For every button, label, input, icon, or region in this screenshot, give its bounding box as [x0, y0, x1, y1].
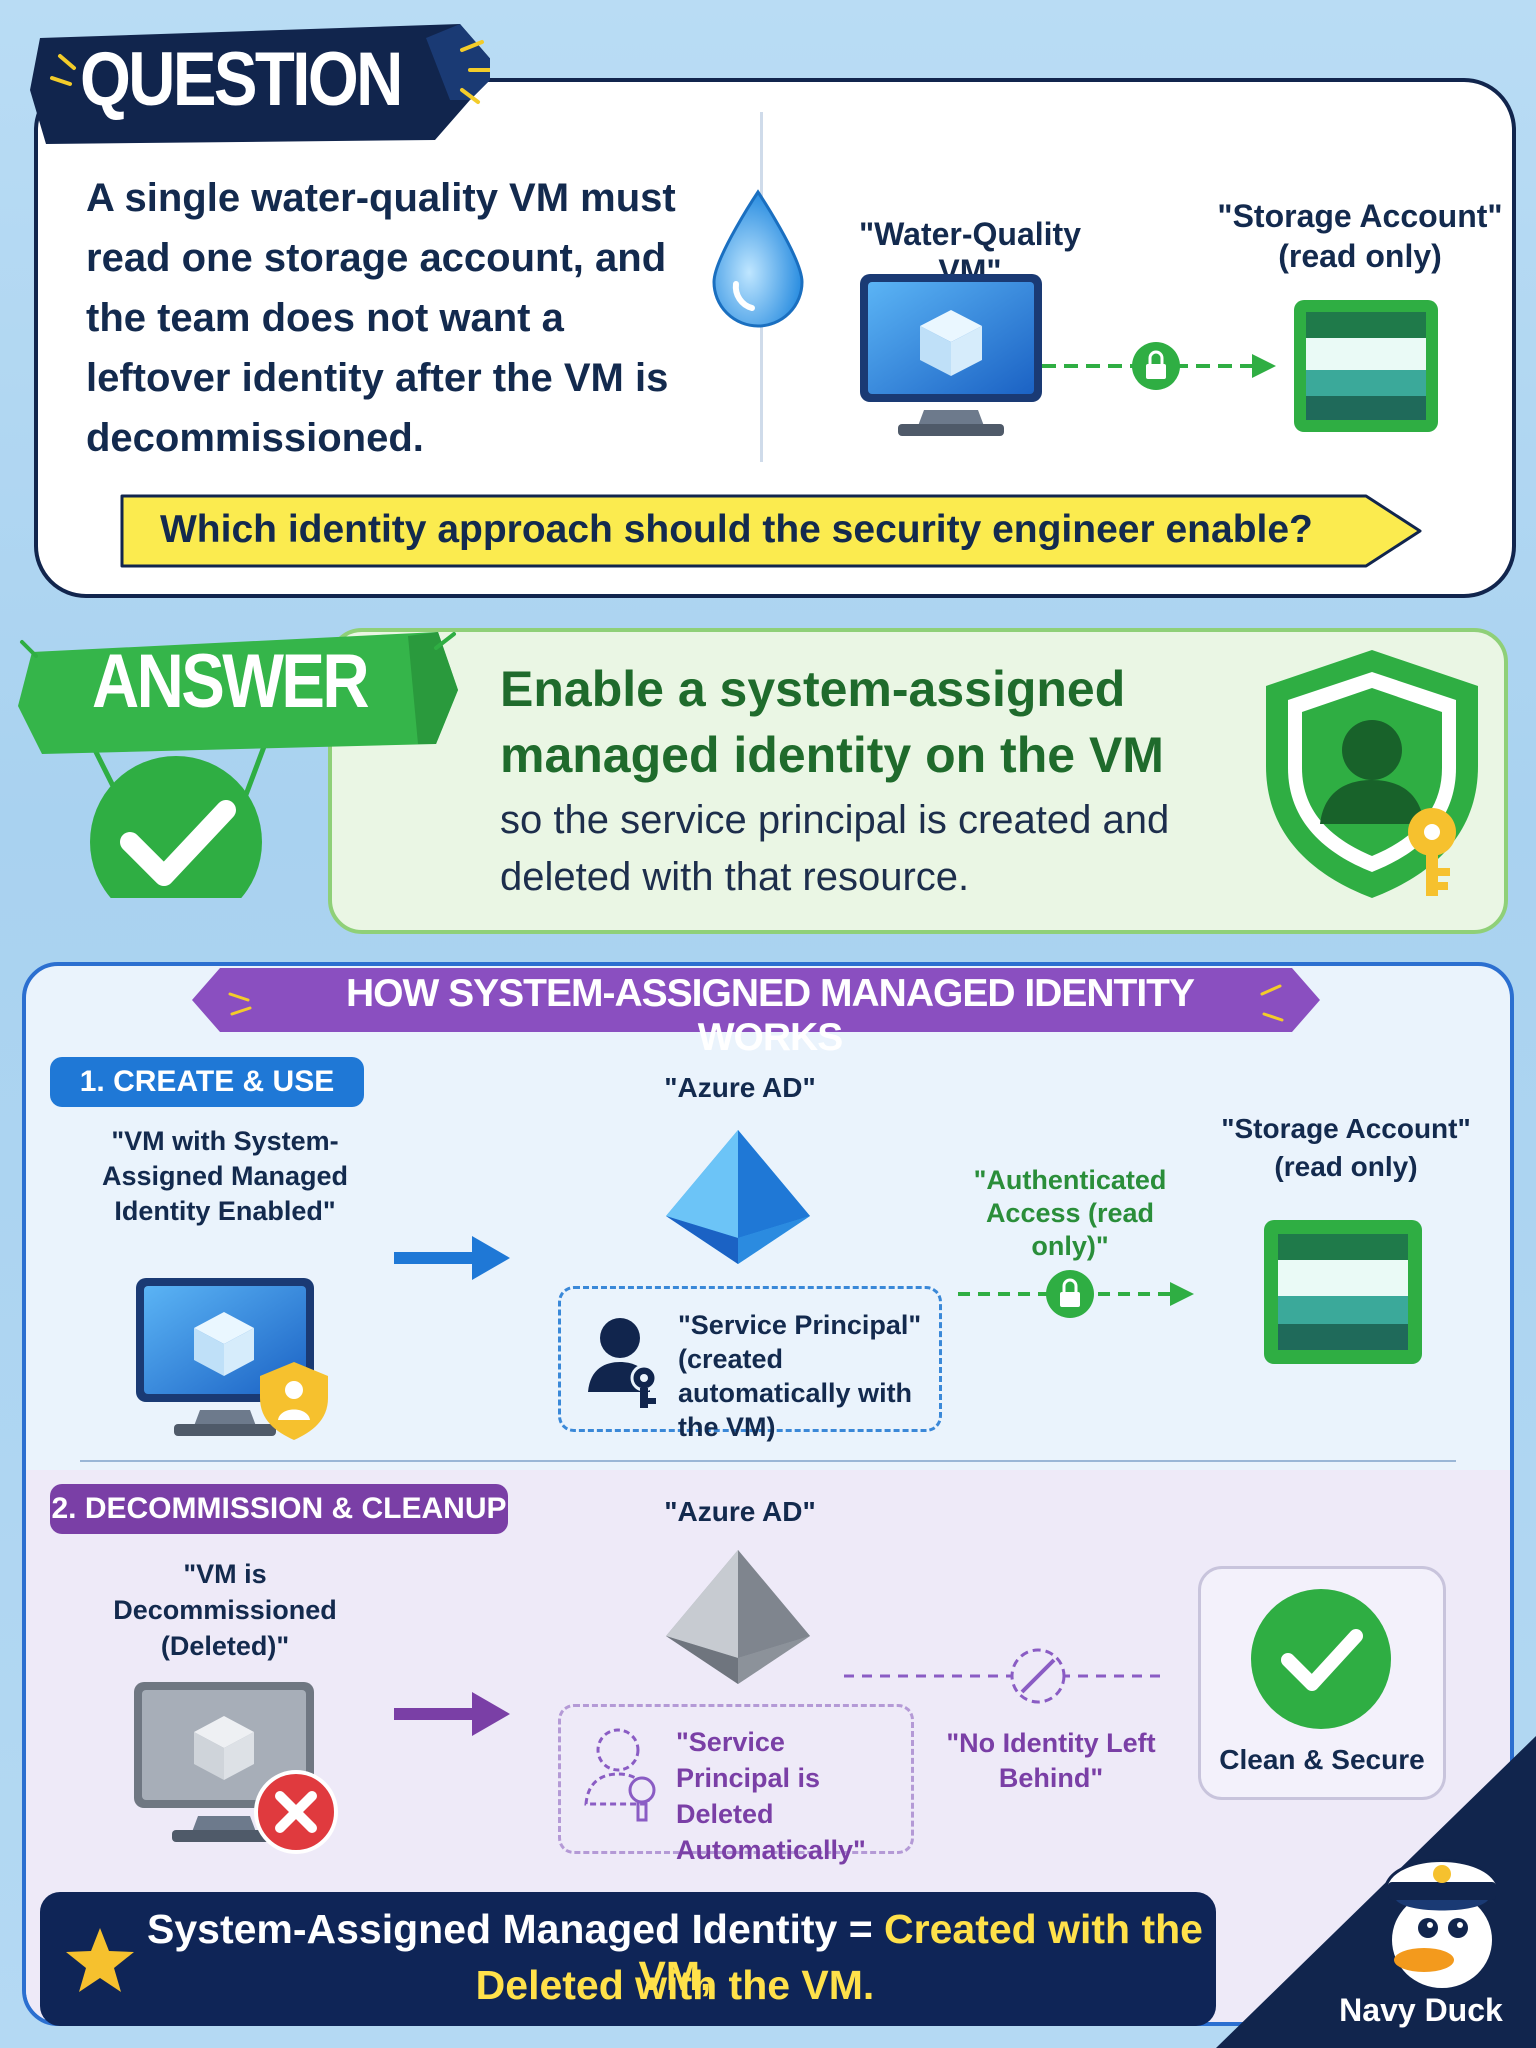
brand-name: Navy Duck — [1339, 1992, 1503, 2028]
clean-secure-label: Clean & Secure — [1219, 1744, 1425, 1775]
no-identity-label: "No Identity Left Behind" — [946, 1728, 1156, 1793]
identity-shield-icon — [1266, 650, 1478, 898]
step1-vm-label: "VM with System-Assigned Managed Identit… — [101, 1126, 349, 1226]
vm-monitor-icon — [860, 274, 1042, 436]
step2-label: 2. DECOMMISSION & CLEANUP — [50, 1484, 508, 1534]
summary-bar — [40, 1892, 1216, 2026]
answer-badge: ANSWER — [92, 639, 370, 724]
authenticated-access-label: "Authenticated Access (read only)" — [973, 1165, 1167, 1261]
no-identity-line — [844, 1648, 1160, 1704]
secure-access-arrow — [1042, 342, 1276, 390]
storage-label: "Storage Account" (read only) — [1210, 196, 1510, 276]
step2-aad-label: "Azure AD" — [664, 1496, 816, 1527]
section-separator — [80, 1460, 1456, 1462]
step2-vm-label: "VM is Decommissioned (Deleted)" — [113, 1559, 337, 1661]
answer-subtitle: so the service principal is created and … — [500, 798, 1170, 899]
service-principal-note: (created automatically with the VM) — [678, 1344, 913, 1442]
service-principal-box — [558, 1286, 942, 1432]
summary-line2: Deleted with the VM. — [475, 1962, 875, 2008]
storage-account-icon — [1294, 300, 1438, 432]
question-text: A single water-quality VM must read one … — [86, 176, 676, 460]
summary-part2: Created with the VM, — [638, 1906, 1203, 1999]
azure-ad-deleted-icon — [666, 1550, 810, 1684]
answer-banner — [18, 632, 458, 898]
deleted-service-principal-box — [558, 1704, 914, 1854]
summary-line1: System-Assigned Managed Identity = Creat… — [140, 1906, 1210, 2000]
star-icon — [66, 1928, 134, 1992]
step1-arrow — [394, 1236, 510, 1280]
navy-duck-logo — [1383, 1859, 1501, 1988]
question-prompt: Which identity approach should the secur… — [160, 508, 1313, 551]
storage-label-line2: (read only) — [1278, 238, 1442, 274]
service-principal-title: "Service Principal" — [678, 1310, 922, 1340]
how-title: HOW SYSTEM-ASSIGNED MANAGED IDENTITY WOR… — [345, 972, 1195, 1059]
managed-vm-icon — [136, 1278, 328, 1440]
question-banner — [30, 24, 490, 144]
summary-part1: System-Assigned Managed Identity = — [147, 1906, 885, 1952]
deleted-vm-icon — [134, 1682, 338, 1854]
step1-label: 1. CREATE & USE — [50, 1057, 364, 1107]
how-title-ribbon — [192, 968, 1320, 1032]
step1-aad-label: "Azure AD" — [664, 1072, 816, 1103]
step1-storage-icon — [1264, 1220, 1422, 1364]
step1-sp-text: "Service Principal" (created automatical… — [678, 1308, 948, 1444]
step1-storage-line2: (read only) — [1274, 1151, 1418, 1182]
question-badge: QUESTION — [80, 37, 403, 122]
step1-storage-line1: "Storage Account" — [1221, 1113, 1471, 1144]
question-prompt-ribbon — [120, 494, 1422, 568]
deleted-service-principal-icon — [584, 1728, 656, 1822]
step1-storage-label: "Storage Account" (read only) — [1196, 1110, 1496, 1186]
water-drop-icon — [712, 189, 804, 328]
clean-check-icon — [1251, 1589, 1391, 1729]
step2-arrow — [394, 1692, 510, 1736]
authenticated-access-arrow — [958, 1270, 1194, 1318]
azure-ad-icon — [666, 1130, 810, 1264]
deleted-sp-text: "Service Principal is Deleted Automatica… — [676, 1727, 866, 1865]
storage-label-line1: "Storage Account" — [1217, 198, 1503, 234]
service-principal-icon — [588, 1318, 658, 1408]
answer-title: Enable a system-assigned managed identit… — [500, 661, 1164, 783]
